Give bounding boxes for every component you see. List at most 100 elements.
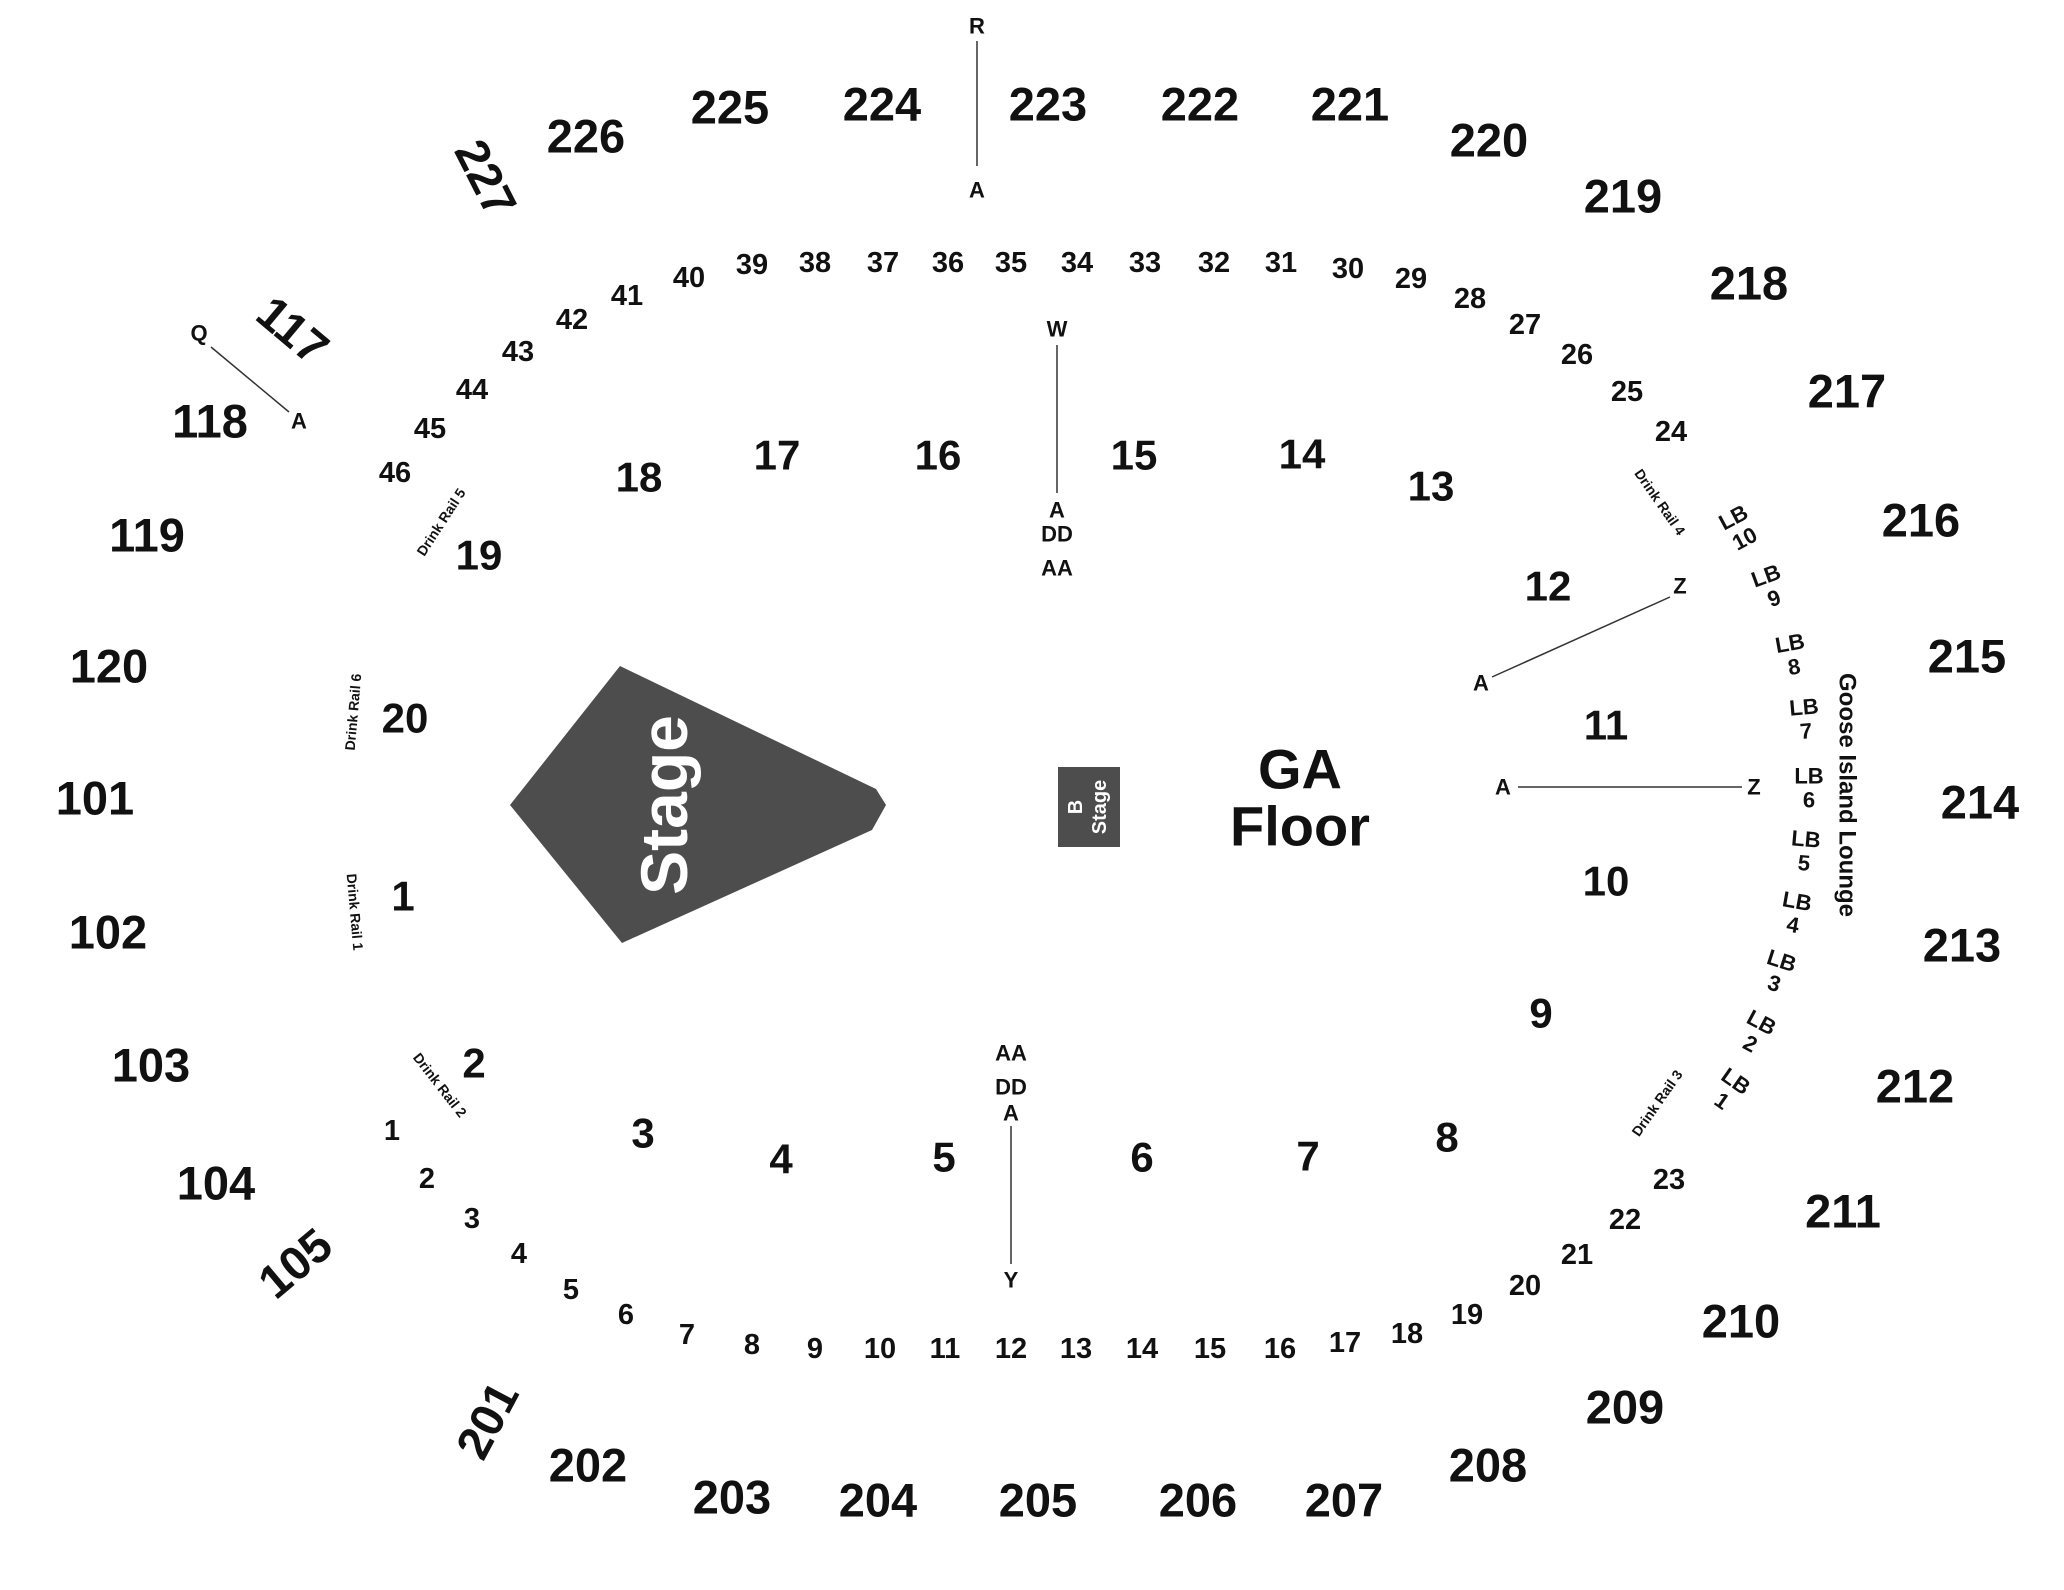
section-104[interactable]: 104 [177, 1157, 255, 1210]
ring-section-44[interactable]: 44 [456, 374, 488, 406]
floor-section-17[interactable]: 17 [754, 432, 801, 479]
ring-section-31[interactable]: 31 [1265, 247, 1297, 279]
ring-section-10[interactable]: 10 [864, 1333, 896, 1365]
loge-box-10[interactable]: LB 10 [1715, 499, 1764, 556]
ring-section-33[interactable]: 33 [1129, 247, 1161, 279]
ring-section-16[interactable]: 16 [1264, 1333, 1296, 1365]
ring-section-43[interactable]: 43 [502, 336, 534, 368]
ring-section-39[interactable]: 39 [736, 249, 768, 281]
section-212[interactable]: 212 [1876, 1060, 1954, 1113]
ring-section-18[interactable]: 18 [1391, 1318, 1423, 1350]
floor-section-11[interactable]: 11 [1584, 702, 1628, 749]
main-stage[interactable] [510, 666, 886, 943]
section-215[interactable]: 215 [1928, 630, 2006, 683]
floor-section-3[interactable]: 3 [631, 1110, 654, 1157]
floor-section-8[interactable]: 8 [1435, 1114, 1458, 1161]
ring-section-12[interactable]: 12 [995, 1333, 1027, 1365]
ring-section-25[interactable]: 25 [1611, 376, 1643, 408]
ring-section-19[interactable]: 19 [1451, 1299, 1483, 1331]
ring-section-17[interactable]: 17 [1329, 1327, 1361, 1359]
ring-section-34[interactable]: 34 [1061, 247, 1093, 279]
floor-section-10[interactable]: 10 [1583, 858, 1630, 905]
ring-section-40[interactable]: 40 [673, 262, 705, 294]
loge-box-8[interactable]: LB 8 [1773, 628, 1810, 681]
ring-section-26[interactable]: 26 [1561, 339, 1593, 371]
loge-box-4[interactable]: LB 4 [1776, 886, 1813, 939]
loge-box-7[interactable]: LB 7 [1788, 693, 1821, 744]
floor-section-2[interactable]: 2 [462, 1040, 485, 1087]
section-225[interactable]: 225 [691, 81, 769, 134]
section-202[interactable]: 202 [549, 1439, 627, 1492]
ring-section-2[interactable]: 2 [419, 1163, 435, 1195]
ring-section-22[interactable]: 22 [1609, 1204, 1641, 1236]
section-117[interactable]: 117 [247, 285, 339, 374]
section-204[interactable]: 204 [839, 1474, 917, 1527]
ring-section-32[interactable]: 32 [1198, 247, 1230, 279]
ring-section-24[interactable]: 24 [1655, 416, 1687, 448]
section-101[interactable]: 101 [56, 772, 134, 825]
section-205[interactable]: 205 [999, 1474, 1077, 1527]
loge-box-1[interactable]: LB 1 [1703, 1063, 1755, 1120]
section-221[interactable]: 221 [1311, 78, 1389, 131]
section-118[interactable]: 118 [172, 395, 248, 448]
ring-section-5[interactable]: 5 [563, 1274, 579, 1306]
ring-section-8[interactable]: 8 [744, 1329, 760, 1361]
floor-section-7[interactable]: 7 [1296, 1133, 1319, 1180]
ring-section-3[interactable]: 3 [464, 1203, 480, 1235]
ring-section-41[interactable]: 41 [611, 280, 643, 312]
ring-section-46[interactable]: 46 [379, 457, 411, 489]
section-209[interactable]: 209 [1586, 1381, 1664, 1434]
ring-section-23[interactable]: 23 [1653, 1164, 1685, 1196]
section-220[interactable]: 220 [1450, 114, 1528, 167]
section-213[interactable]: 213 [1923, 919, 2001, 972]
section-222[interactable]: 222 [1161, 78, 1239, 131]
ring-section-15[interactable]: 15 [1194, 1333, 1226, 1365]
ring-section-45[interactable]: 45 [414, 413, 446, 445]
loge-box-2[interactable]: LB 2 [1732, 1004, 1781, 1061]
section-210[interactable]: 210 [1702, 1295, 1780, 1348]
loge-box-5[interactable]: LB 5 [1788, 825, 1821, 876]
section-217[interactable]: 217 [1808, 365, 1886, 418]
floor-section-1[interactable]: 1 [391, 873, 414, 920]
ring-section-38[interactable]: 38 [799, 247, 831, 279]
floor-section-9[interactable]: 9 [1529, 990, 1552, 1037]
ring-section-29[interactable]: 29 [1395, 263, 1427, 295]
ring-section-20[interactable]: 20 [1509, 1270, 1541, 1302]
section-201[interactable]: 201 [445, 1373, 529, 1467]
floor-section-4[interactable]: 4 [769, 1136, 793, 1183]
section-214[interactable]: 214 [1941, 776, 2019, 829]
ring-section-7[interactable]: 7 [679, 1319, 695, 1351]
ring-section-28[interactable]: 28 [1454, 283, 1486, 315]
section-226[interactable]: 226 [547, 110, 625, 163]
section-103[interactable]: 103 [112, 1039, 190, 1092]
ring-section-27[interactable]: 27 [1509, 309, 1541, 341]
ring-section-4[interactable]: 4 [511, 1238, 527, 1270]
loge-box-9[interactable]: LB 9 [1748, 559, 1792, 615]
ring-section-13[interactable]: 13 [1060, 1333, 1092, 1365]
ring-section-1[interactable]: 1 [384, 1115, 400, 1147]
ring-section-36[interactable]: 36 [932, 247, 964, 279]
ring-section-6[interactable]: 6 [618, 1299, 634, 1331]
section-211[interactable]: 211 [1805, 1185, 1881, 1238]
floor-section-16[interactable]: 16 [915, 432, 962, 479]
b-stage[interactable] [1058, 767, 1120, 847]
ring-section-35[interactable]: 35 [995, 247, 1027, 279]
floor-section-15[interactable]: 15 [1111, 432, 1158, 479]
floor-section-20[interactable]: 20 [382, 695, 429, 742]
ring-section-11[interactable]: 11 [930, 1333, 961, 1365]
section-219[interactable]: 219 [1584, 170, 1662, 223]
section-224[interactable]: 224 [843, 78, 921, 131]
section-218[interactable]: 218 [1710, 257, 1788, 310]
ring-section-37[interactable]: 37 [867, 247, 899, 279]
section-207[interactable]: 207 [1305, 1474, 1383, 1527]
floor-section-6[interactable]: 6 [1130, 1134, 1153, 1181]
ring-section-14[interactable]: 14 [1126, 1333, 1158, 1365]
ring-section-42[interactable]: 42 [556, 304, 588, 336]
section-119[interactable]: 119 [109, 509, 185, 562]
floor-section-5[interactable]: 5 [932, 1134, 955, 1181]
section-227[interactable]: 227 [445, 131, 528, 225]
floor-section-12[interactable]: 12 [1525, 563, 1572, 610]
ring-section-9[interactable]: 9 [807, 1333, 823, 1365]
loge-box-3[interactable]: LB 3 [1756, 944, 1800, 1000]
floor-section-13[interactable]: 13 [1408, 463, 1455, 510]
